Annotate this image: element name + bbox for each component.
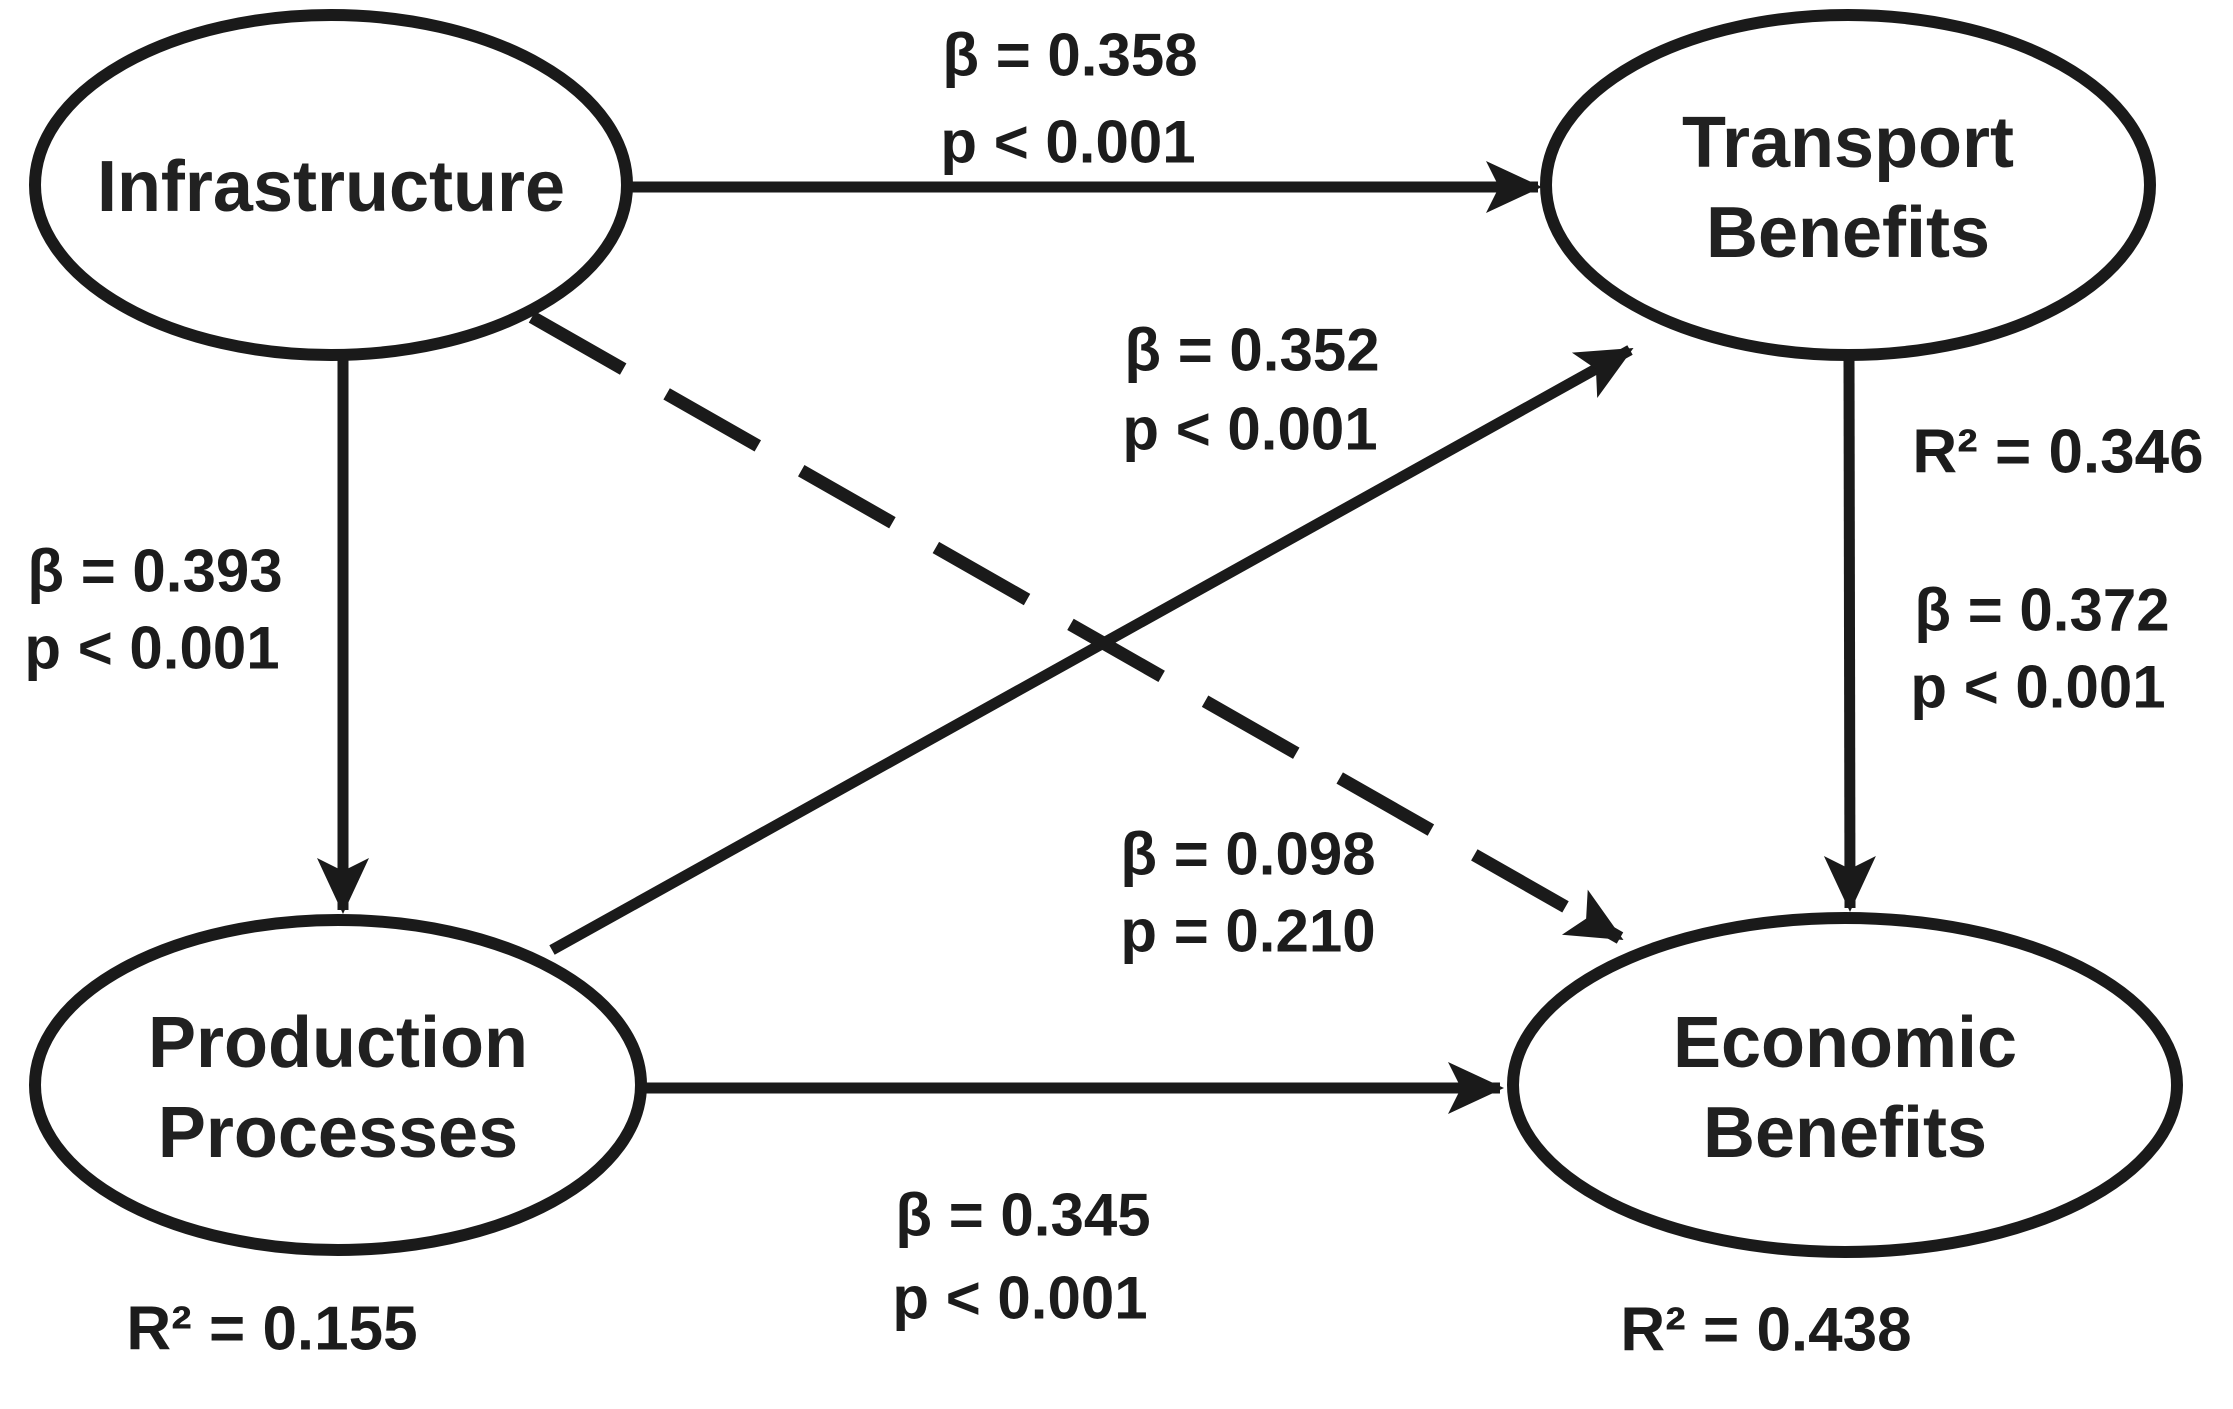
arrow-production-processes-to-transport-benefits bbox=[549, 345, 1634, 955]
node-transport-benefits-label-line1: Transport bbox=[1682, 103, 2014, 183]
node-transport-benefits-ellipse bbox=[1540, 9, 2156, 361]
node-infrastructure-ellipse bbox=[29, 9, 633, 361]
path-label-beta-infrastructure-production: β = 0.393 bbox=[27, 538, 282, 605]
path-label-p-infrastructure-production: p < 0.001 bbox=[24, 615, 279, 682]
node-production-processes-label-line2: Processes bbox=[158, 1093, 518, 1173]
r2-label-economic-benefits: R² = 0.438 bbox=[1620, 1296, 1911, 1365]
node-production-processes-label-line1: Production bbox=[148, 1003, 528, 1083]
node-transport-benefits-label-line2: Benefits bbox=[1706, 193, 1990, 273]
node-economic-benefits-label-line2: Benefits bbox=[1703, 1093, 1987, 1173]
path-label-p-infrastructure-transport: p < 0.001 bbox=[940, 109, 1195, 176]
node-economic-benefits-label-line1: Economic bbox=[1673, 1003, 2017, 1083]
r2-label-transport-benefits: R² = 0.346 bbox=[1912, 418, 2203, 487]
path-label-p-transport-economic: p < 0.001 bbox=[1910, 654, 2165, 721]
path-label-beta-production-economic: β = 0.345 bbox=[895, 1182, 1150, 1249]
path-label-p-production-transport: p < 0.001 bbox=[1122, 396, 1377, 463]
path-label-beta-transport-economic: β = 0.372 bbox=[1914, 577, 2169, 644]
r2-label-production-processes: R² = 0.155 bbox=[126, 1295, 417, 1364]
node-economic-benefits-ellipse bbox=[1507, 912, 2183, 1258]
arrow-transport-benefits-to-economic-benefits bbox=[1823, 356, 1876, 912]
path-label-p-infrastructure-economic: p = 0.210 bbox=[1120, 898, 1375, 965]
path-label-beta-production-transport: β = 0.352 bbox=[1124, 317, 1379, 384]
path-label-beta-infrastructure-transport: β = 0.358 bbox=[942, 22, 1197, 89]
path-label-p-production-economic: p < 0.001 bbox=[892, 1265, 1147, 1332]
arrow-infrastructure-to-economic-benefits-dashed bbox=[528, 311, 1624, 944]
path-label-beta-infrastructure-economic: β = 0.098 bbox=[1120, 821, 1375, 888]
node-production-processes-ellipse bbox=[29, 914, 647, 1256]
node-infrastructure-label: Infrastructure bbox=[97, 147, 565, 227]
